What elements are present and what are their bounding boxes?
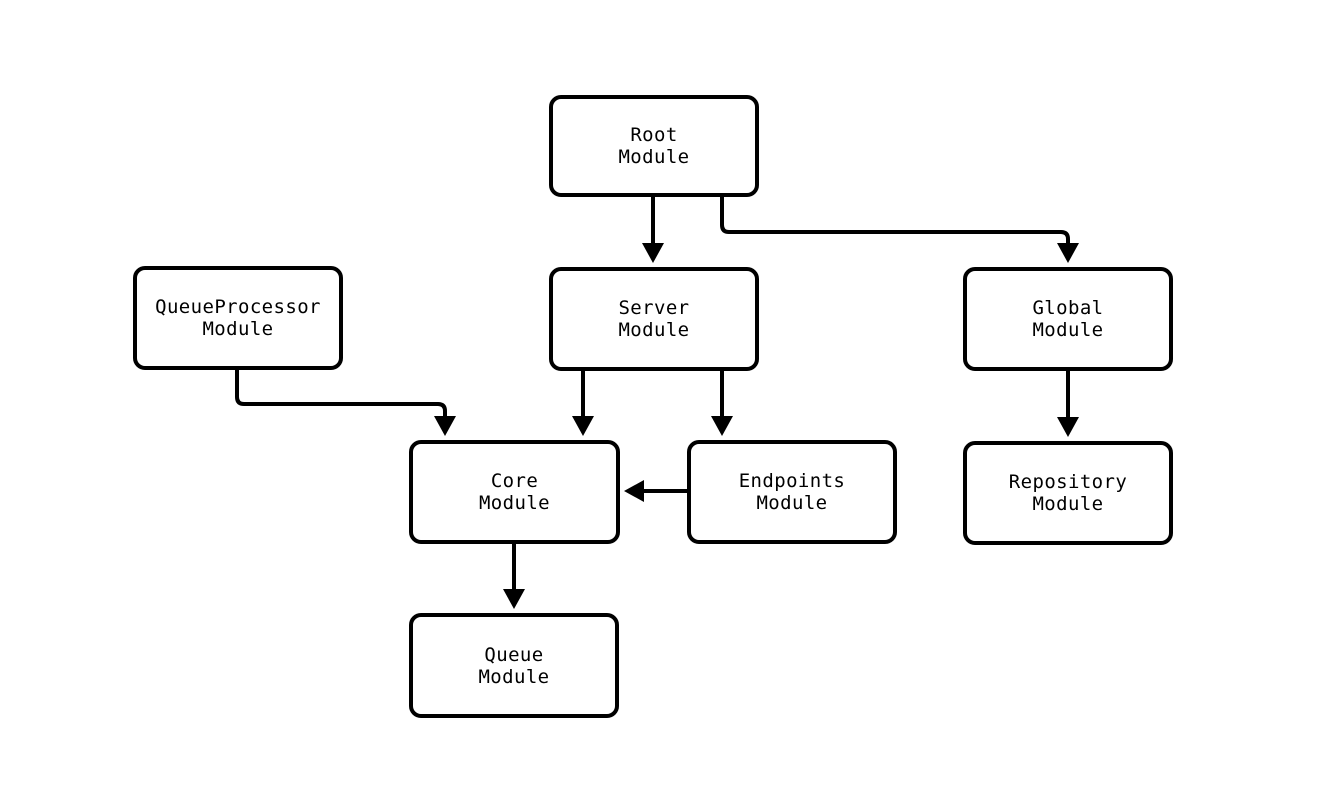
edge-root-server-arrowhead-icon	[642, 243, 664, 263]
node-queue-module[interactable]: Queue Module	[409, 613, 619, 718]
node-global-module[interactable]: Global Module	[963, 267, 1173, 371]
node-endpoints-module-line1: Endpoints	[738, 470, 846, 492]
edge-core-queue-arrowhead-icon	[503, 589, 525, 609]
node-repository-module[interactable]: Repository Module	[963, 441, 1173, 545]
node-server-module-line2: Module	[618, 319, 690, 341]
node-queue-module-line1: Queue	[484, 643, 544, 666]
node-queueprocessor-module-line1: QueueProcessor	[155, 296, 321, 318]
node-server-module[interactable]: Server Module	[549, 267, 759, 371]
edge-server-endpoints-arrowhead-icon	[711, 416, 733, 436]
node-core-module[interactable]: Core Module	[409, 440, 620, 544]
edge-queueprocessor-core-arrowhead-icon	[434, 416, 456, 436]
edge-queueprocessor-core	[235, 370, 447, 416]
edge-endpoints-core-arrowhead-icon	[624, 480, 644, 502]
node-root-module-line1: Root	[630, 124, 678, 146]
node-queueprocessor-module[interactable]: QueueProcessor Module	[133, 266, 343, 370]
node-endpoints-module-line2: Module	[756, 492, 828, 514]
node-root-module-line2: Module	[618, 146, 690, 168]
edge-root-global	[720, 197, 1070, 243]
edge-paths	[235, 197, 1070, 589]
node-core-module-line1: Core	[490, 470, 539, 492]
node-core-module-line2: Module	[478, 492, 551, 514]
node-root-module[interactable]: Root Module	[549, 95, 759, 197]
node-queue-module-line2: Module	[478, 665, 550, 688]
node-repository-module-line1: Repository	[1008, 471, 1128, 493]
node-global-module-line1: Global	[1032, 297, 1104, 319]
node-endpoints-module[interactable]: Endpoints Module	[687, 440, 897, 544]
node-queueprocessor-module-line2: Module	[202, 318, 274, 340]
node-server-module-line1: Server	[618, 297, 690, 319]
node-repository-module-line2: Module	[1032, 493, 1104, 515]
edge-server-core-arrowhead-icon	[572, 416, 594, 436]
node-global-module-line2: Module	[1032, 319, 1104, 341]
edge-global-repository-arrowhead-icon	[1057, 417, 1079, 437]
edge-root-global-arrowhead-icon	[1057, 243, 1079, 263]
